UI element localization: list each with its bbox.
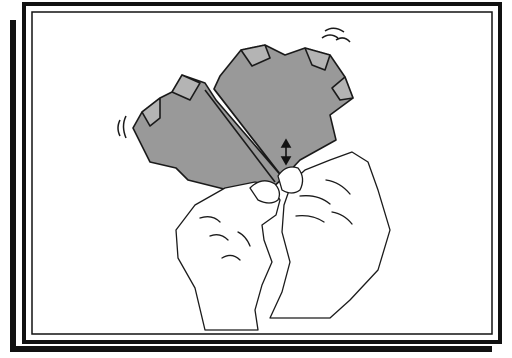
right-thumb — [278, 167, 303, 193]
